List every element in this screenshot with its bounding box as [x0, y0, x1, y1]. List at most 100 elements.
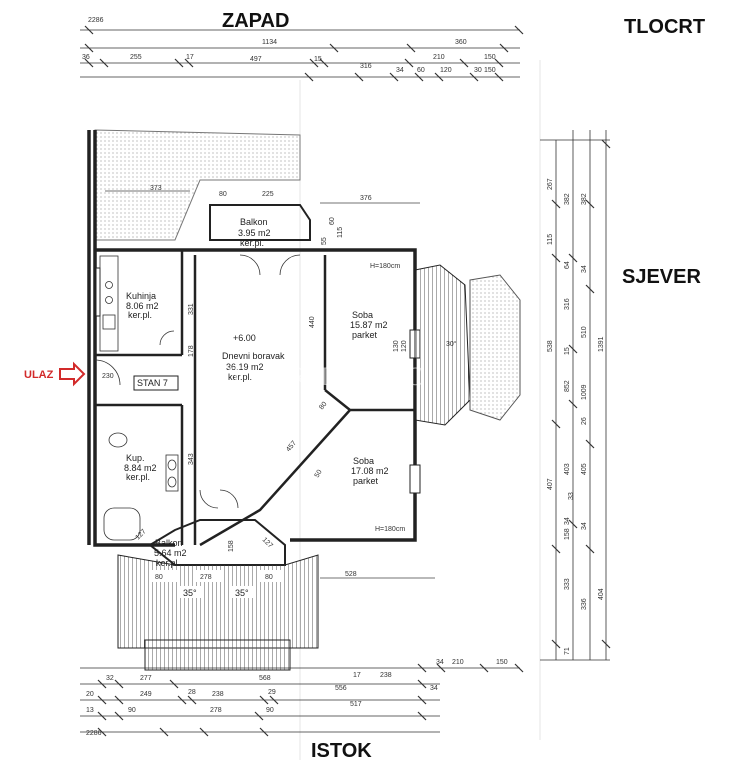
north-terrace-area — [94, 129, 301, 241]
dim-inner-528: 528 — [345, 571, 357, 578]
dim-inner-376: 376 — [360, 195, 372, 202]
roof-angle-1: 35° — [183, 588, 197, 598]
kitchen-floor: ker.pl. — [128, 310, 152, 320]
dim-inner-80: 80 — [219, 191, 227, 198]
dim-bottom-150: 150 — [496, 659, 508, 666]
dim-inner-115: 115 — [337, 227, 344, 238]
dim-top-9: 34 — [396, 67, 404, 74]
balcony-south-area: 5.64 m2 — [154, 548, 187, 558]
dim-right-33: 33 — [568, 492, 575, 500]
dim-bottom-556: 556 — [335, 685, 347, 692]
dim-bottom-29: 29 — [268, 689, 276, 696]
dim-inner-158: 158 — [228, 540, 235, 552]
dim-bottom-90b: 90 — [266, 707, 274, 714]
dim-right-538: 538 — [547, 340, 554, 352]
dim-right-382b: 382 — [581, 193, 588, 205]
dim-right-510: 510 — [581, 326, 588, 338]
dim-right-115: 115 — [547, 234, 554, 245]
dim-top-5: 17 — [186, 54, 194, 61]
dim-bottom-90a: 90 — [128, 707, 136, 714]
living-name: Dnevni boravak — [222, 351, 285, 361]
dim-bottom-210: 210 — [452, 659, 464, 666]
dim-bottom-34a: 34 — [436, 659, 444, 666]
dim-bottom-277: 277 — [140, 675, 152, 682]
dim-inner-230: 230 — [102, 373, 114, 380]
dim-right-34: 34 — [581, 265, 588, 273]
kitchen-area: 8.06 m2 — [126, 301, 159, 311]
dim-right-1009: 1009 — [581, 384, 588, 400]
east-bay-terrace — [469, 274, 521, 421]
dim-right-333: 333 — [564, 578, 571, 590]
dim-bottom-17: 17 — [353, 672, 361, 679]
dim-top-3: 36 — [82, 54, 90, 61]
living-area: 36.19 m2 — [226, 362, 264, 372]
entrance-arrow-icon — [59, 361, 86, 387]
room1-floor: parket — [352, 330, 378, 340]
room1-name: Soba — [352, 310, 373, 320]
west-heading: ZAPAD — [222, 10, 289, 32]
dim-bottom-238a: 238 — [212, 691, 224, 698]
dim-top-14: 210 — [433, 54, 445, 61]
exterior-walls — [87, 130, 417, 547]
dim-right-407: 407 — [547, 478, 554, 490]
dim-bottom-28: 28 — [188, 689, 196, 696]
dim-top-15: 150 — [484, 54, 496, 61]
dim-top-10: 60 — [417, 67, 425, 74]
south-roof-edge — [144, 639, 291, 671]
room1-area: 15.87 m2 — [350, 320, 388, 330]
entrance-label: ULAZ — [24, 369, 54, 381]
dim-inner-127b: 127 — [261, 536, 274, 549]
room2-floor: parket — [353, 476, 379, 486]
dim-right-34b: 34 — [564, 517, 571, 525]
bath-name: Kup. — [126, 453, 145, 463]
dim-inner-130: 130 — [393, 340, 400, 352]
north-balcony-outline — [209, 204, 311, 241]
dim-inner-80c: 80 — [155, 574, 163, 581]
dim-right-26: 26 — [581, 417, 588, 425]
dim-bottom-20: 20 — [86, 691, 94, 698]
dim-inner-178: 178 — [188, 345, 195, 357]
dim-right-852: 852 — [564, 380, 571, 392]
balcony-south-floor: ker.pl. — [156, 558, 180, 568]
dim-right-15: 15 — [564, 347, 571, 355]
east-heading: ISTOK — [311, 740, 372, 762]
dim-right-405: 405 — [581, 463, 588, 475]
kitchen-fixtures — [99, 255, 119, 352]
dim-top-12: 30 — [474, 67, 482, 74]
roof-angle-2: 35° — [235, 588, 249, 598]
dim-inner-373: 373 — [150, 185, 162, 192]
bathroom-fixtures — [103, 432, 179, 541]
dim-top-total: 2286 — [88, 17, 104, 24]
dim-top-1: 1134 — [262, 39, 277, 46]
dim-bottom-34b: 34 — [430, 685, 438, 692]
top-dimension-ticks — [84, 25, 524, 82]
balcony-north-area: 3.95 m2 — [238, 228, 271, 238]
dim-bottom-238b: 238 — [380, 672, 392, 679]
east-bay-roof — [414, 264, 471, 426]
dim-bottom-32: 32 — [106, 675, 114, 682]
dim-inner-120: 120 — [401, 340, 408, 352]
dim-inner-278: 278 — [200, 574, 212, 581]
south-balcony-outline — [148, 519, 286, 566]
dim-right-1391: 1391 — [598, 336, 605, 352]
dim-inner-55: 55 — [321, 237, 328, 245]
dim-right-404: 404 — [598, 588, 605, 600]
dim-bottom-total: 2286 — [86, 730, 102, 737]
watermark: STARLINC — [200, 362, 437, 391]
dim-inner-80d: 80 — [265, 574, 273, 581]
dim-bottom-278: 278 — [210, 707, 222, 714]
dim-top-8: 316 — [360, 63, 372, 70]
balcony-south-name: Balkon — [155, 538, 183, 548]
unit-label-box — [133, 375, 179, 391]
dim-right-403: 403 — [564, 463, 571, 475]
dim-inner-225: 225 — [262, 191, 274, 198]
dim-inner-331: 331 — [188, 303, 195, 315]
plan-title: TLOCRT — [624, 16, 705, 38]
bath-floor: ker.pl. — [126, 472, 150, 482]
dim-inner-50: 50 — [314, 469, 324, 479]
right-dimension-ticks — [551, 139, 611, 649]
dim-top-2: 360 — [455, 39, 467, 46]
dim-top-4: 255 — [130, 54, 142, 61]
level-mark: +6.00 — [233, 333, 256, 343]
